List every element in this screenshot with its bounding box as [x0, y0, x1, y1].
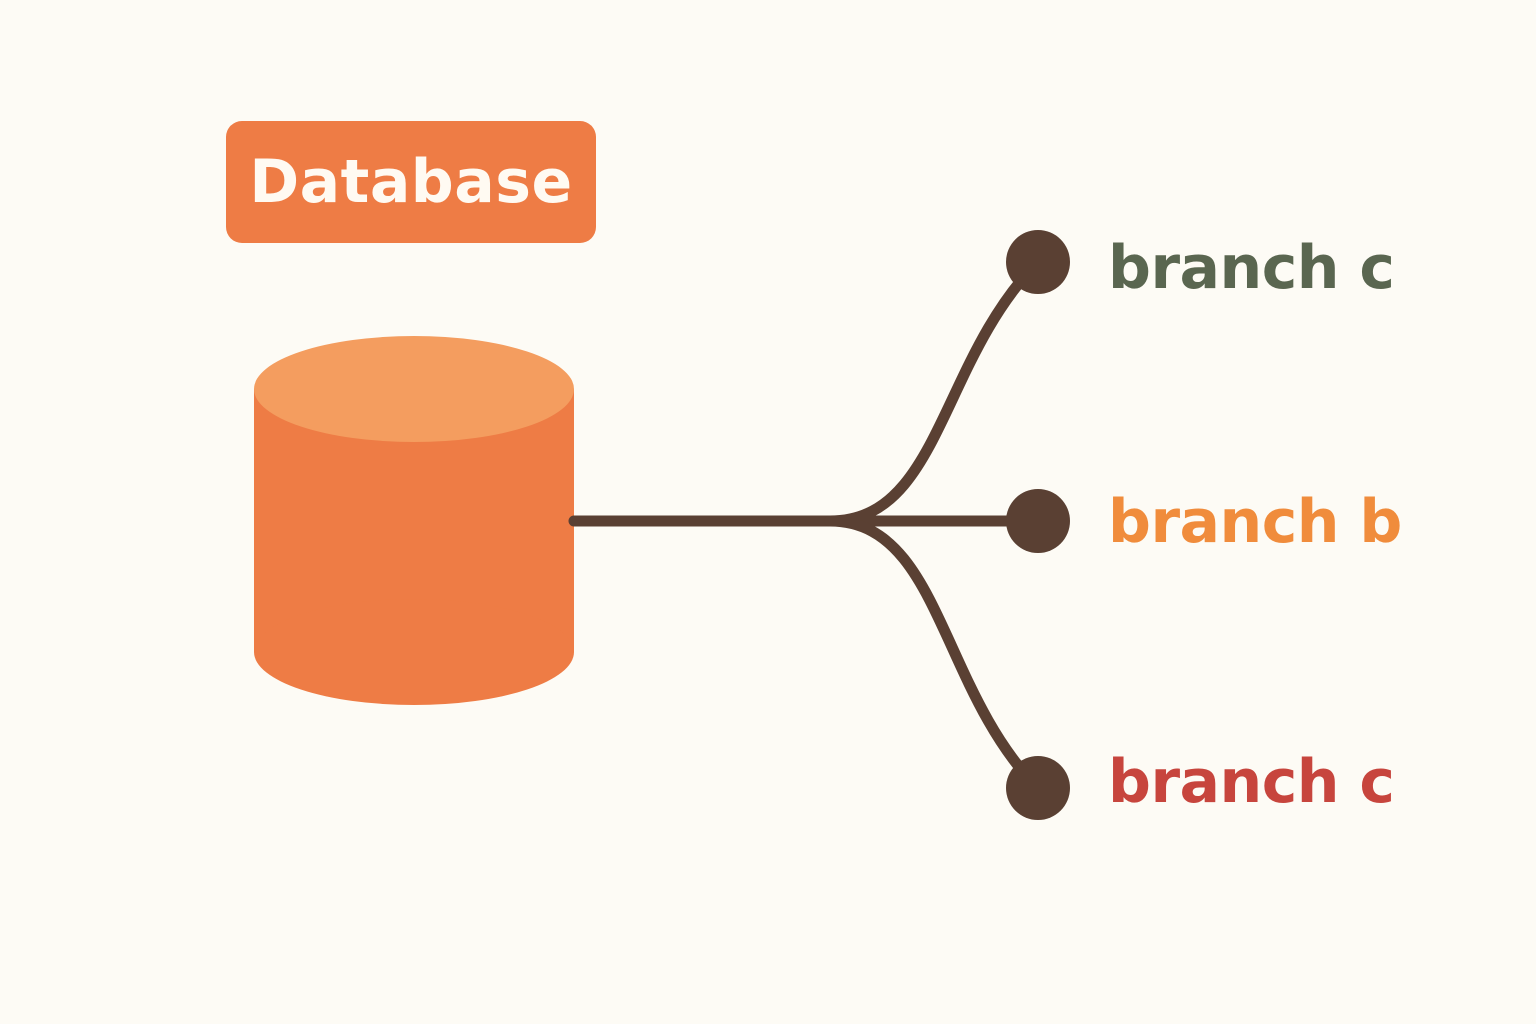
database-label-box: Database [226, 121, 596, 243]
database-label: Database [249, 147, 573, 217]
connector-lines [568, 256, 1044, 794]
branch-node-middle [1006, 489, 1070, 553]
branch-label-bottom: branch c [1108, 747, 1395, 817]
branch-label-top: branch c [1108, 233, 1395, 303]
database-cylinder-top [254, 336, 574, 442]
branch-line-bottom [824, 515, 1044, 794]
database-cylinder-icon [254, 336, 574, 705]
branch-node-top [1006, 230, 1070, 294]
branch-node-bottom [1006, 756, 1070, 820]
database-cylinder-bottom [254, 599, 574, 705]
branch-label-middle: branch b [1108, 487, 1402, 557]
branch-line-top [824, 256, 1044, 527]
